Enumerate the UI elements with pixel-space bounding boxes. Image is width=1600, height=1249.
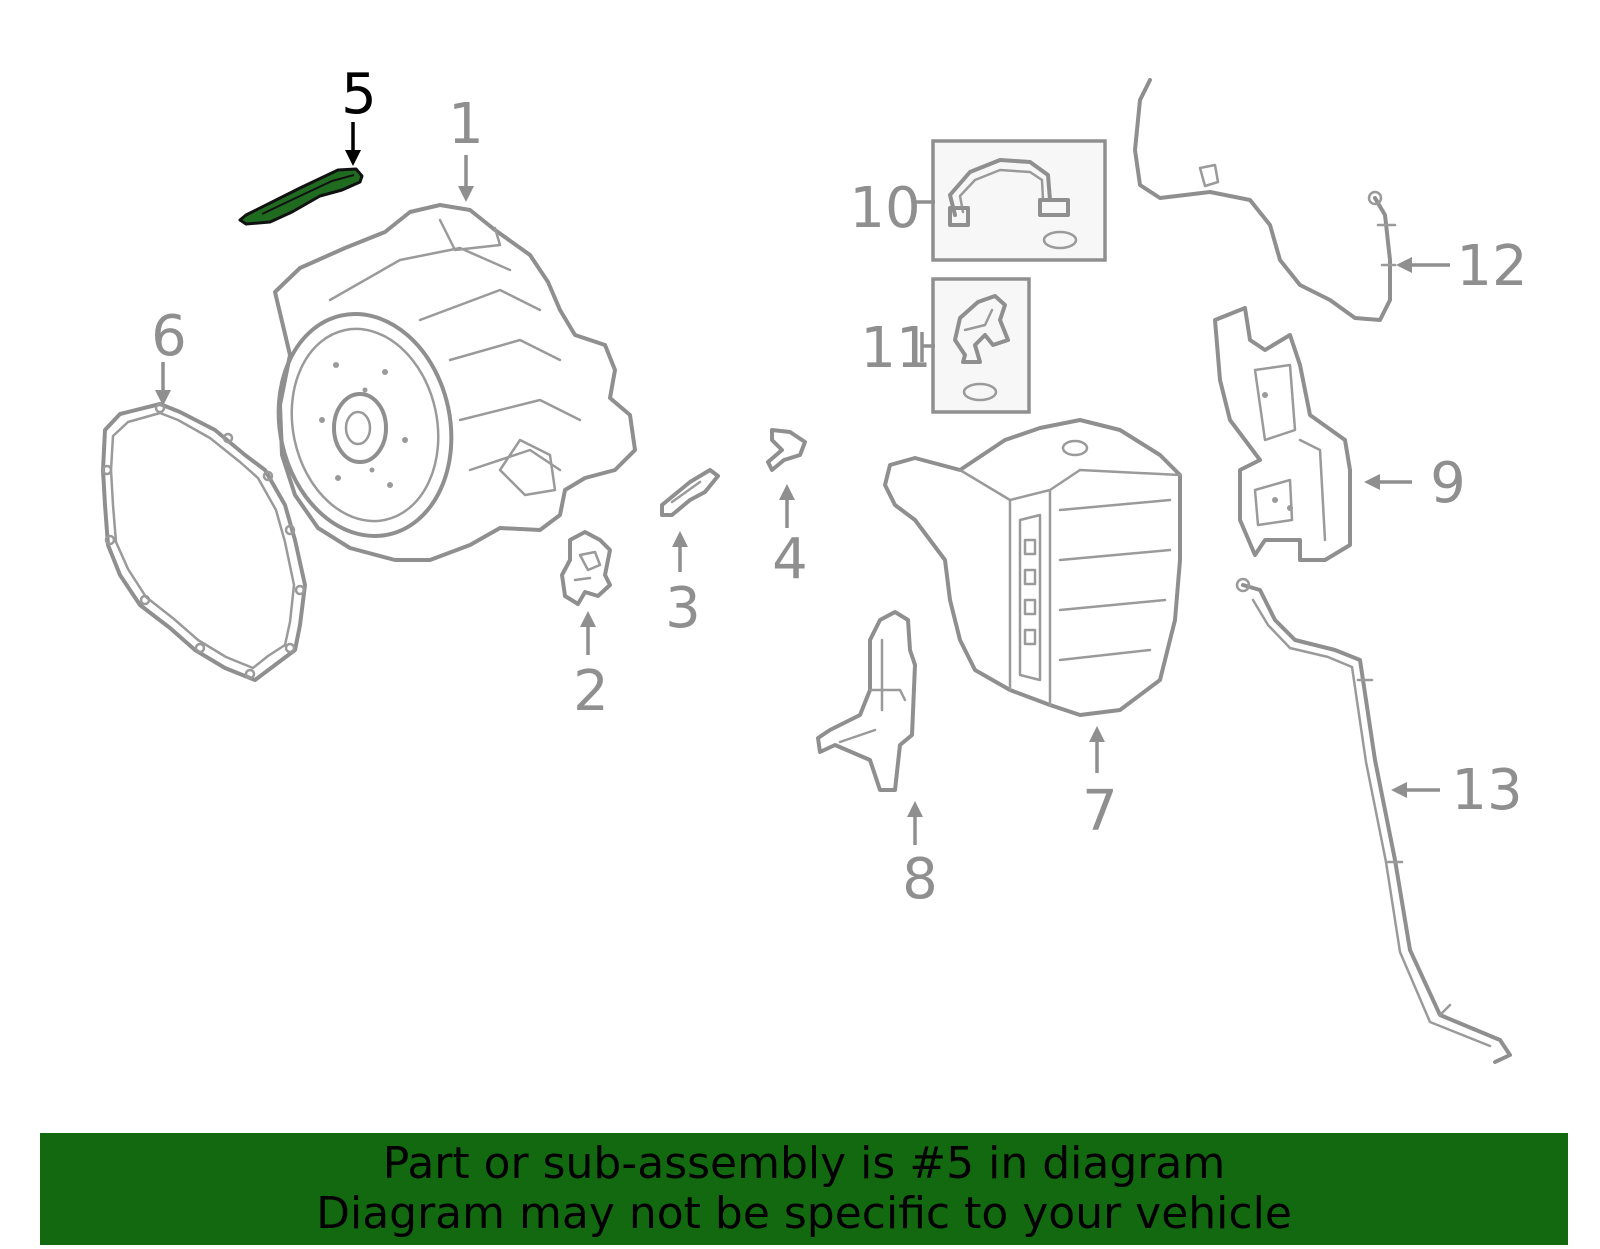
part-10-hose-inset[interactable] xyxy=(931,139,1107,262)
callout-11: 11 xyxy=(860,316,935,381)
part-9-shield[interactable] xyxy=(1213,306,1352,562)
callout-2: 2 xyxy=(573,611,609,724)
part-11-hose-inset[interactable] xyxy=(931,277,1031,414)
callout-number: 2 xyxy=(573,659,609,724)
part-8-bracket[interactable] xyxy=(816,610,917,792)
callout-13: 13 xyxy=(1391,758,1523,823)
banner-line-2: Diagram may not be specific to your vehi… xyxy=(316,1188,1292,1239)
callout-number: 4 xyxy=(772,527,808,592)
callout-9: 9 xyxy=(1364,451,1466,516)
callout-number: 8 xyxy=(902,847,938,912)
callout-number: 11 xyxy=(860,316,931,381)
callout-1: 1 xyxy=(448,92,484,202)
callout-10: 10 xyxy=(849,176,935,241)
part-6-gasket[interactable] xyxy=(101,402,307,682)
callout-number: 3 xyxy=(665,576,701,641)
part-12-hose[interactable] xyxy=(1133,78,1397,322)
info-banner: Part or sub-assembly is #5 in diagram Di… xyxy=(40,1133,1568,1245)
banner-line-1: Part or sub-assembly is #5 in diagram xyxy=(382,1138,1226,1189)
part-1-transmission[interactable] xyxy=(259,203,637,562)
callout-number: 1 xyxy=(448,92,484,157)
callout-number: 6 xyxy=(151,304,187,369)
callout-number: 7 xyxy=(1082,779,1118,844)
part-2-sensor[interactable] xyxy=(560,530,612,606)
callout-number: 10 xyxy=(849,176,920,241)
part-5-shield[interactable] xyxy=(238,167,364,226)
callout-number: 13 xyxy=(1451,758,1522,823)
part-13-pipe[interactable] xyxy=(1235,577,1512,1064)
callout-8: 8 xyxy=(902,801,938,912)
callout-number: 9 xyxy=(1430,451,1466,516)
part-3-clip[interactable] xyxy=(660,468,720,517)
callout-12: 12 xyxy=(1396,234,1528,299)
part-7-module[interactable] xyxy=(883,418,1182,717)
callout-5: 5 xyxy=(341,62,377,166)
callout-6: 6 xyxy=(151,304,187,406)
callout-number-highlighted: 5 xyxy=(341,62,377,127)
callout-7: 7 xyxy=(1082,726,1118,844)
part-4-bracket[interactable] xyxy=(766,428,807,472)
callout-4: 4 xyxy=(772,484,808,592)
callout-number: 12 xyxy=(1456,234,1527,299)
callout-3: 3 xyxy=(665,531,701,641)
